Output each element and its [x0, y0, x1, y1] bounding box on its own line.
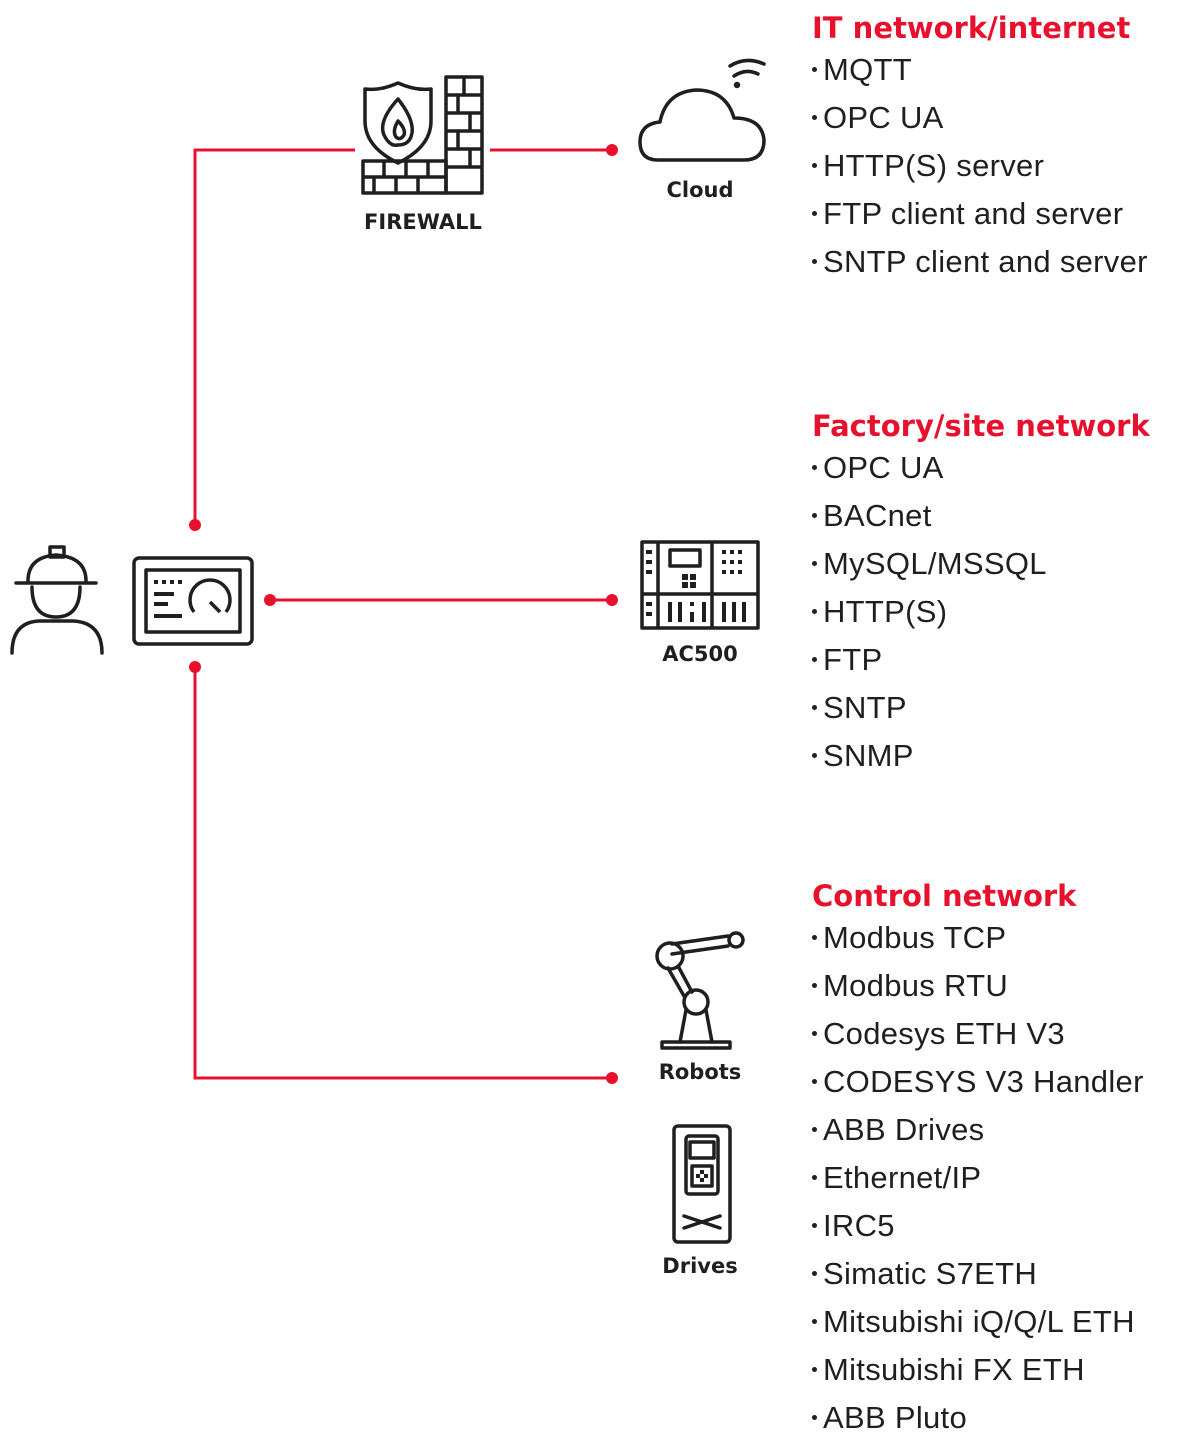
factory-network-section: Factory/site network OPC UA BACnet MySQL… [812, 408, 1150, 780]
junction-dot [606, 594, 618, 606]
robots-label: Robots [658, 1060, 742, 1084]
list-item: SNMP [812, 732, 1150, 780]
it-protocol-list: MQTT OPC UA HTTP(S) server FTP client an… [812, 46, 1148, 286]
factory-protocol-list: OPC UA BACnet MySQL/MSSQL HTTP(S) FTP SN… [812, 444, 1150, 780]
firewall-icon [361, 75, 484, 195]
list-item: Codesys ETH V3 [812, 1010, 1144, 1058]
junction-dot [189, 519, 201, 531]
list-item: SNTP [812, 684, 1150, 732]
list-item: FTP client and server [812, 190, 1148, 238]
junction-dot [189, 661, 201, 673]
list-item: OPC UA [812, 94, 1148, 142]
hmi-panel-icon[interactable] [132, 556, 254, 646]
list-item: IRC5 [812, 1202, 1144, 1250]
list-item: CODESYS V3 Handler [812, 1058, 1144, 1106]
list-item: Ethernet/IP [812, 1154, 1144, 1202]
list-item: SNTP client and server [812, 238, 1148, 286]
list-item: HTTP(S) server [812, 142, 1148, 190]
factory-network-title: Factory/site network [812, 409, 1150, 443]
control-network-section: Control network Modbus TCP Modbus RTU Co… [812, 878, 1144, 1442]
list-item: BACnet [812, 492, 1150, 540]
cloud-wifi-icon [638, 58, 766, 162]
junction-dot [606, 1072, 618, 1084]
list-item: Mitsubishi FX ETH [812, 1346, 1144, 1394]
firewall-label: FIREWALL [364, 210, 482, 234]
junction-dot [606, 144, 618, 156]
worker-helmet-icon [10, 545, 104, 655]
wire-it [193, 148, 355, 525]
robot-arm-icon [655, 931, 745, 1050]
cloud-label: Cloud [666, 178, 734, 202]
control-network-title: Control network [812, 879, 1077, 913]
list-item: ABB Pluto [812, 1394, 1144, 1442]
junction-dot [264, 594, 276, 606]
list-item: OPC UA [812, 444, 1150, 492]
plc-icon [640, 540, 760, 630]
it-network-title: IT network/internet [812, 11, 1131, 45]
wire-control [193, 667, 612, 1080]
list-item: MySQL/MSSQL [812, 540, 1150, 588]
list-item: Modbus TCP [812, 914, 1144, 962]
list-item: ABB Drives [812, 1106, 1144, 1154]
drive-icon [672, 1124, 732, 1244]
list-item: Simatic S7ETH [812, 1250, 1144, 1298]
drives-label: Drives [662, 1254, 738, 1278]
list-item: HTTP(S) [812, 588, 1150, 636]
list-item: FTP [812, 636, 1150, 684]
list-item: Modbus RTU [812, 962, 1144, 1010]
list-item: MQTT [812, 46, 1148, 94]
ac500-label: AC500 [662, 642, 738, 666]
control-protocol-list: Modbus TCP Modbus RTU Codesys ETH V3 COD… [812, 914, 1144, 1442]
it-network-section: IT network/internet MQTT OPC UA HTTP(S) … [812, 10, 1148, 286]
list-item: Mitsubishi iQ/Q/L ETH [812, 1298, 1144, 1346]
